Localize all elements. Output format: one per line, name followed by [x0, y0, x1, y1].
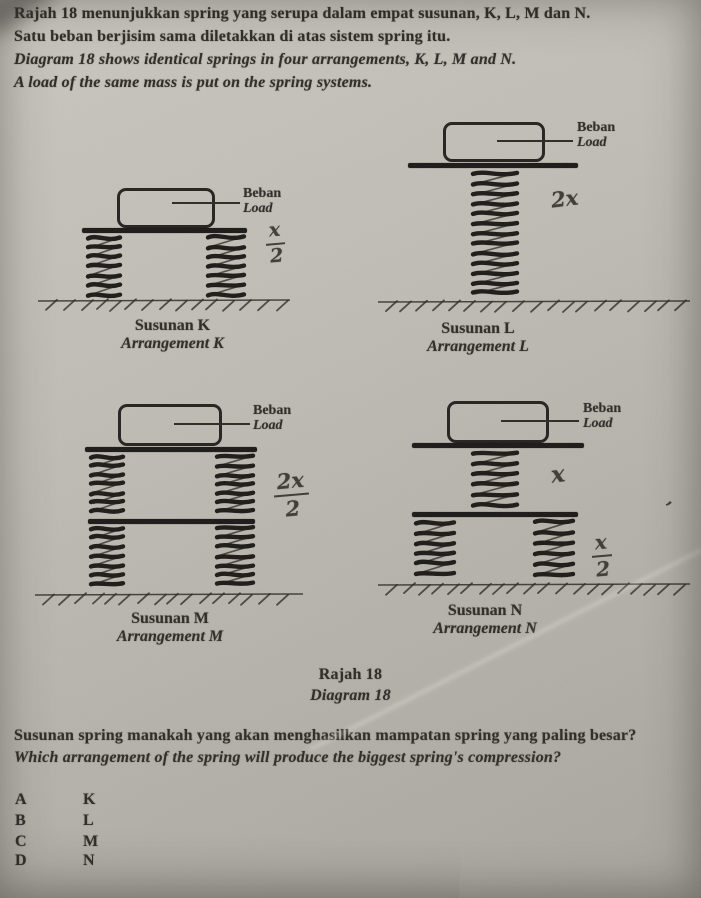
- load-label: Beban Load: [577, 120, 615, 150]
- load-label: Beban Load: [243, 186, 281, 216]
- load-label-en: Load: [583, 416, 613, 431]
- intro-line-en-1: Diagram 18 shows identical springs in fo…: [14, 51, 517, 68]
- figure-title-en: Arrangement N: [433, 620, 537, 637]
- spring-coil: [214, 524, 256, 593]
- question-en: Which arrangement of the spring will pro…: [14, 749, 562, 766]
- load-label-ms: Beban: [577, 120, 616, 135]
- load-label: Beban Load: [583, 401, 621, 431]
- spring-coil: [413, 517, 457, 584]
- load-label-en: Load: [577, 135, 607, 150]
- diagram-caption-en: Diagram 18: [310, 687, 391, 704]
- load-label-en: Load: [243, 201, 273, 216]
- handwritten-annotation-n-top: x: [549, 460, 567, 489]
- spring-coil: [532, 517, 576, 584]
- option-letter: C: [15, 833, 27, 850]
- intro-line-ms-1: Rajah 18 menunjukkan spring yang serupa …: [14, 5, 591, 22]
- handwritten-annotation-l: 2x: [549, 184, 580, 213]
- spring-coil: [88, 452, 126, 521]
- option-letter: A: [15, 791, 27, 808]
- intro-line-ms-2: Satu beban berjisim sama diletakkan di a…: [14, 28, 451, 45]
- load-pointer-line: [172, 202, 240, 204]
- load-label-ms: Beban: [253, 403, 292, 418]
- load-label-ms: Beban: [243, 186, 282, 201]
- load-label: Beban Load: [253, 403, 291, 433]
- ground-hatching: [37, 297, 291, 318]
- stray-pen-mark: ’: [660, 497, 674, 520]
- spring-coil: [470, 168, 520, 303]
- photo-shadow-band: [0, 756, 465, 898]
- ground-hatching: [34, 591, 304, 612]
- spring-coil: [205, 233, 247, 304]
- figure-caption: Susunan M Arrangement M: [75, 610, 265, 646]
- load-block: [447, 401, 549, 443]
- load-pointer-line: [501, 420, 579, 422]
- figure-title-en: Arrangement L: [427, 338, 529, 355]
- figure-caption: Susunan N Arrangement N: [395, 602, 575, 638]
- load-label-ms: Beban: [583, 401, 622, 416]
- figure-title-en: Arrangement K: [121, 335, 224, 352]
- intro-line-en-2: A load of the same mass is put on the sp…: [14, 74, 373, 91]
- load-block: [117, 188, 215, 228]
- paper-crease-highlight: [309, 548, 701, 751]
- question-ms: Susunan spring manakah yang akan menghas…: [14, 727, 637, 744]
- figure-caption: Susunan L Arrangement L: [388, 320, 568, 356]
- spring-coil: [214, 452, 256, 521]
- figure-title-ms: Susunan N: [447, 602, 523, 619]
- load-pointer-line: [174, 423, 250, 425]
- figure-caption: Susunan K Arrangement K: [80, 317, 265, 353]
- load-pointer-line: [497, 140, 573, 142]
- figure-title-ms: Susunan K: [134, 317, 211, 334]
- ground-hatching: [377, 581, 691, 602]
- figure-title-en: Arrangement M: [116, 628, 224, 645]
- ground-hatching: [377, 298, 691, 319]
- option-letter: B: [15, 812, 26, 829]
- load-block: [443, 122, 545, 162]
- spring-coil: [85, 233, 123, 304]
- figure-title-ms: Susunan M: [131, 610, 209, 627]
- option-value: N: [83, 852, 95, 869]
- diagram-caption-ms: Rajah 18: [318, 666, 383, 683]
- spring-coil: [470, 448, 520, 515]
- option-value: M: [83, 833, 99, 850]
- load-label-en: Load: [253, 418, 283, 433]
- figure-title-ms: Susunan L: [441, 320, 515, 337]
- option-letter: D: [15, 852, 27, 869]
- option-value: L: [83, 812, 94, 829]
- option-value: K: [83, 791, 96, 808]
- spring-coil: [88, 524, 126, 593]
- load-block: [118, 404, 222, 446]
